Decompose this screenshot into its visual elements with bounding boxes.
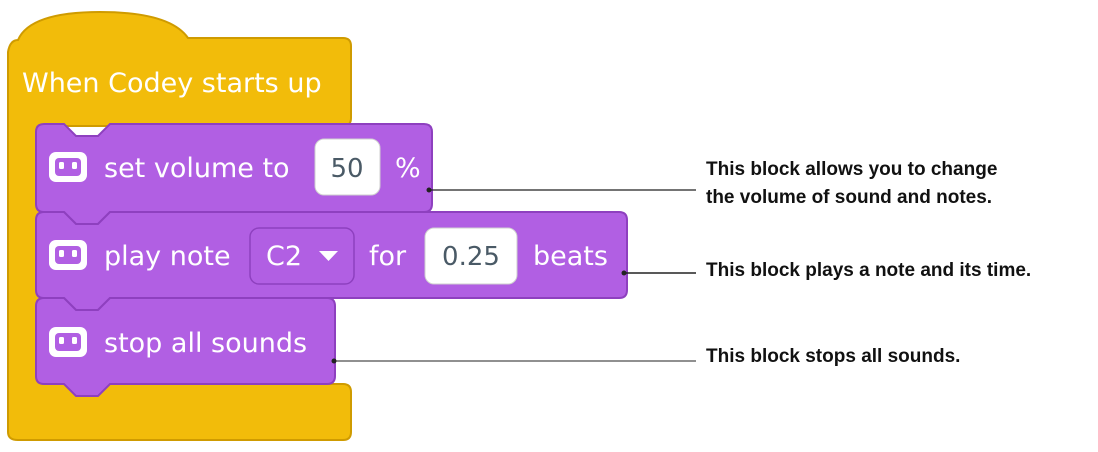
set-volume-label: set volume to [104, 153, 290, 184]
note-dropdown-value: C2 [266, 241, 302, 272]
volume-unit: % [395, 153, 421, 184]
leader-line-volume [426, 187, 696, 193]
stop-sounds-label: stop all sounds [104, 328, 307, 359]
for-label: for [369, 241, 407, 272]
note-dropdown[interactable] [249, 227, 355, 285]
set-volume-block[interactable]: set volume to 50 % [35, 123, 433, 225]
play-note-label: play note [104, 241, 231, 272]
codey-robot-icon [49, 327, 87, 357]
leader-line-stop [331, 358, 696, 364]
stop-sounds-block[interactable]: stop all sounds [35, 297, 336, 397]
codey-robot-icon [49, 152, 87, 182]
beats-input[interactable] [424, 227, 518, 285]
annotation-volume-line2: the volume of sound and notes. [706, 187, 993, 208]
volume-input[interactable] [314, 138, 381, 196]
annotation-stop: This block stops all sounds. [706, 346, 961, 367]
codey-robot-icon [49, 240, 87, 270]
annotation-volume-line1: This block allows you to change [706, 159, 998, 180]
chevron-down-icon [319, 251, 338, 261]
beats-label: beats [533, 241, 608, 272]
leader-line-note [621, 270, 696, 276]
volume-value: 50 [330, 154, 363, 184]
play-note-block[interactable]: play note C2 for 0.25 beats [35, 211, 628, 311]
hat-block-label: When Codey starts up [22, 68, 322, 99]
annotation-note: This block plays a note and its time. [706, 260, 1032, 281]
beats-value: 0.25 [442, 242, 500, 272]
